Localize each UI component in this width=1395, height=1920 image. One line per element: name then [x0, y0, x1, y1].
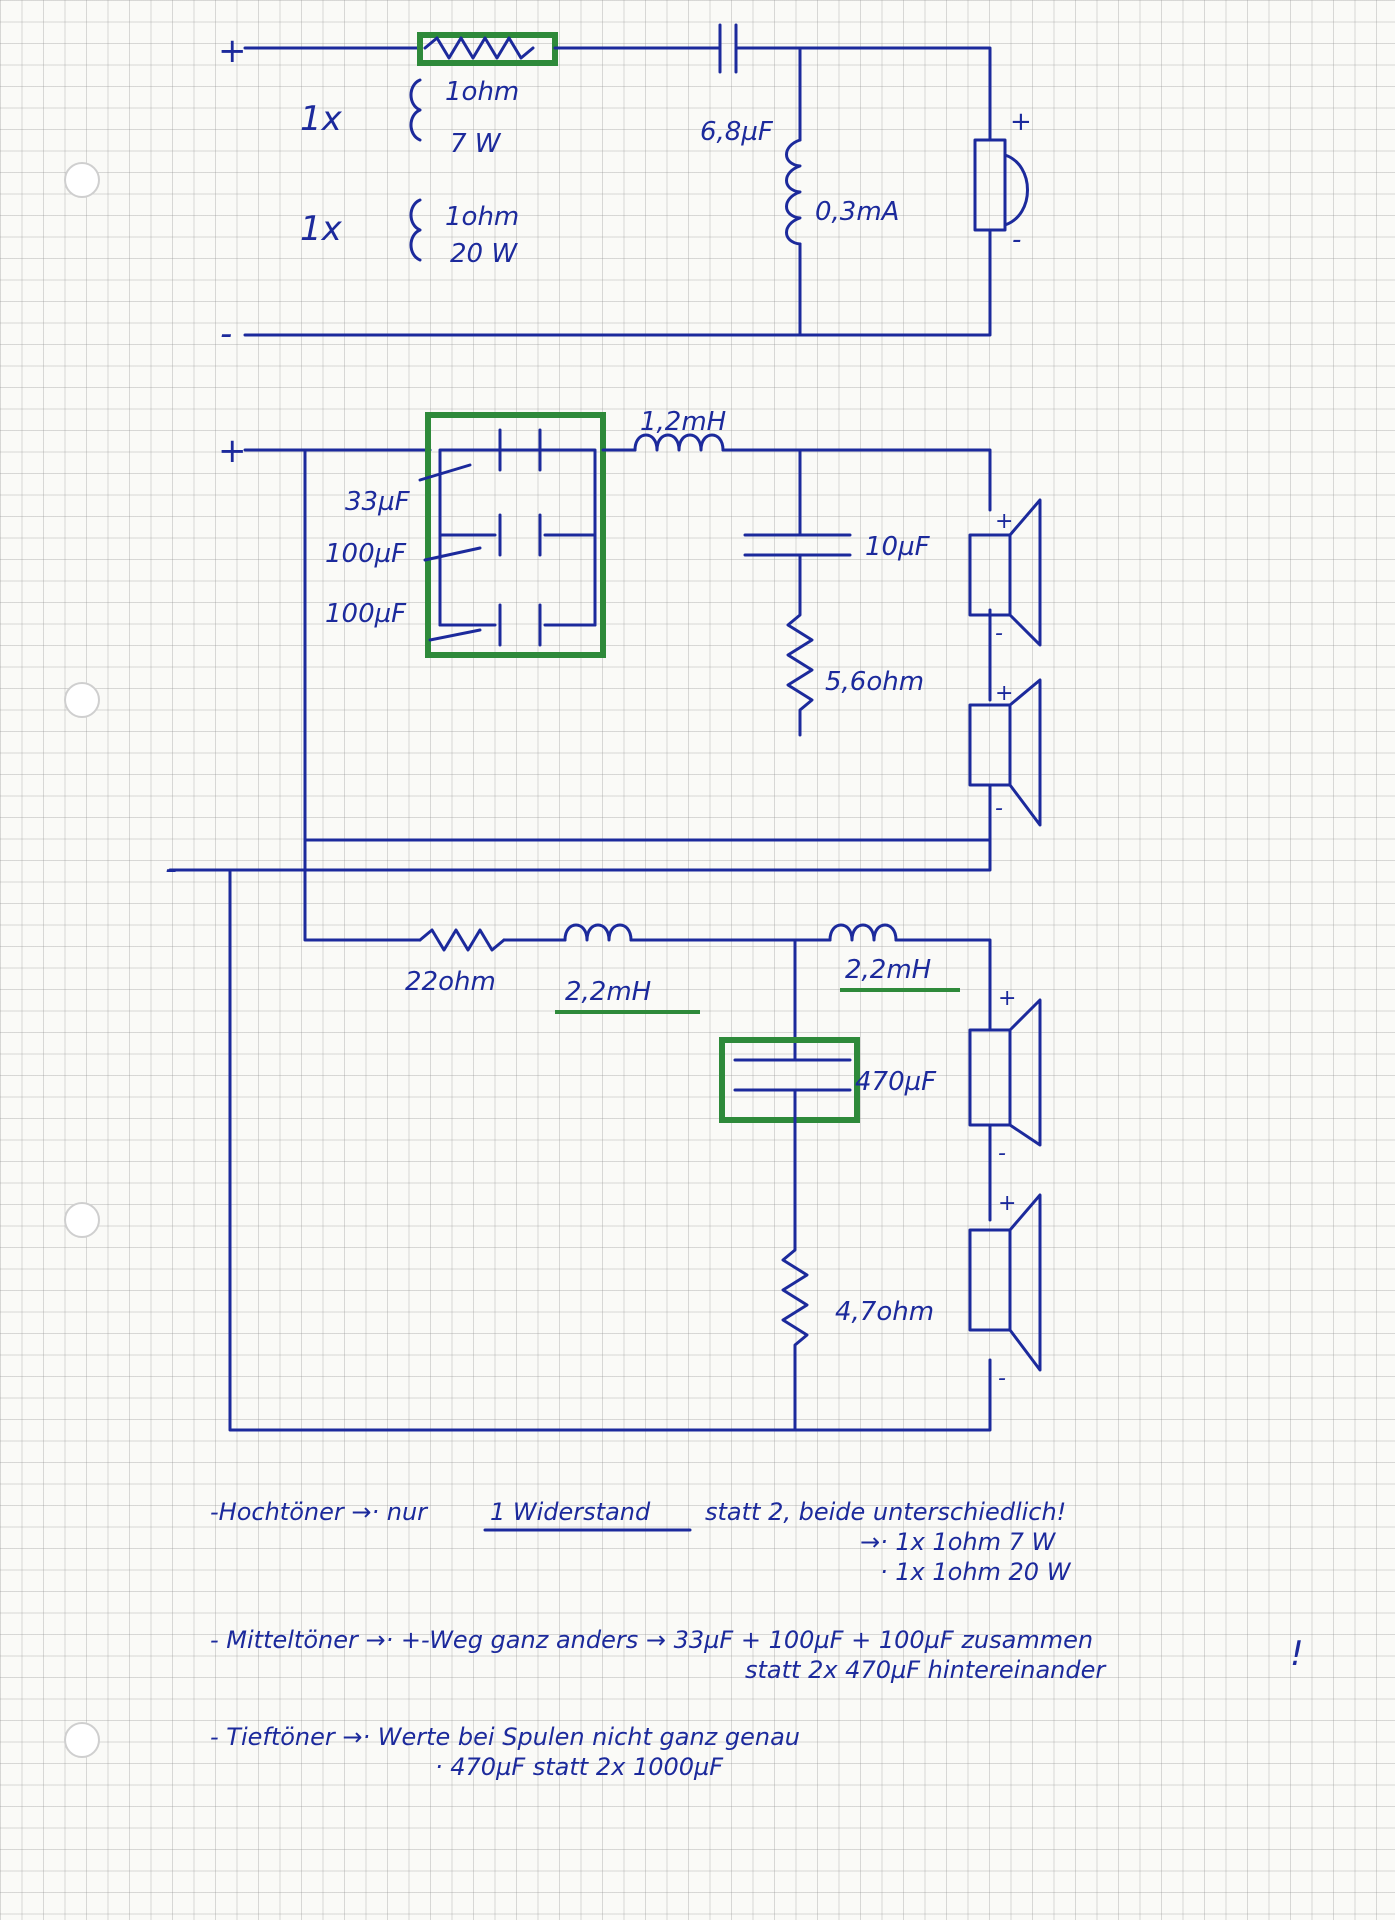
woofer-cap-label: 470µF	[855, 1067, 937, 1097]
coil-symbol	[633, 433, 725, 452]
coil-symbol	[563, 923, 633, 942]
note-mittel-line1: - Mitteltöner →· +-Weg ganz anders → 33µ…	[210, 1626, 1093, 1654]
tweeter-r1-power: 7 W	[450, 129, 502, 159]
midrange-spk2-minus: -	[995, 796, 1003, 821]
resistor-symbol	[781, 1088, 809, 1432]
binder-hole	[64, 1202, 100, 1238]
notes-section: -Hochtöner →· nur 1 Widerstand statt 2, …	[210, 1498, 1304, 1781]
note-tief-line2: · 470µF statt 2x 1000µF	[435, 1753, 724, 1781]
note-mittel-line2: statt 2x 470µF hintereinander	[745, 1656, 1107, 1684]
coil-symbol	[828, 923, 898, 942]
midrange-circuit: + 1,2mH 33µF 100µF 100µF 10µF 5,6ohm + -…	[218, 407, 1042, 842]
coil-symbol	[785, 138, 802, 246]
tweeter-r2-power: 20 W	[450, 239, 518, 269]
tweeter-circuit: + - 1x 1ohm 7 W 1x 1ohm 20 W 6,8µF 0,3mA…	[218, 23, 1032, 354]
brace-icon	[409, 198, 422, 262]
resistor-symbol	[423, 36, 535, 60]
tweeter-r2-value: 1ohm	[445, 202, 519, 232]
note-hoch-underlined: 1 Widerstand	[490, 1498, 651, 1526]
resistor-highlight	[417, 32, 558, 66]
woofer-res-label: 22ohm	[405, 967, 496, 997]
midrange-spk2-plus: +	[995, 681, 1013, 706]
woofer-coil1-label: 2,2mH	[565, 977, 651, 1007]
woofer-circuit: - 22ohm 2,2mH 2,2mH 470µF 4,7ohm + - + -	[165, 838, 1042, 1432]
speaker-icon	[968, 1228, 1012, 1332]
woofer-minus: -	[165, 849, 177, 889]
woofer-spk1-minus: -	[998, 1141, 1006, 1166]
midrange-plus: +	[218, 431, 247, 471]
speaker-icon	[968, 1028, 1012, 1127]
arrow-icon	[418, 463, 482, 642]
capacitor-bank-highlight	[425, 412, 606, 658]
tweeter-coil-label: 0,3mA	[815, 197, 899, 227]
woofer-spk2-minus: -	[998, 1366, 1006, 1391]
capacitor-symbol	[438, 513, 597, 557]
capacitor-symbol	[498, 428, 542, 472]
resistor-symbol	[786, 553, 814, 737]
midrange-cap-c-label: 100µF	[325, 599, 407, 629]
speaker-cone-icon	[1008, 498, 1042, 647]
binder-hole	[64, 682, 100, 718]
speaker-cone-icon	[1003, 153, 1029, 227]
underline-highlight	[555, 988, 960, 1014]
capacitor-highlight	[719, 1037, 860, 1123]
speaker-icon	[973, 138, 1007, 232]
midrange-spk1-plus: +	[995, 509, 1013, 534]
note-mittel-bang: !	[1290, 1634, 1304, 1674]
binder-hole	[64, 1722, 100, 1758]
brace-icon	[409, 78, 422, 142]
capacitor-symbol	[718, 23, 738, 74]
midrange-coil-label: 1,2mH	[640, 407, 726, 437]
capacitor-symbol	[743, 533, 852, 557]
tweeter-qty-2: 1x	[300, 209, 343, 249]
note-hoch-sub2: · 1x 1ohm 20 W	[880, 1558, 1072, 1586]
note-tief-line1: - Tieftöner →· Werte bei Spulen nicht ga…	[210, 1723, 800, 1751]
tweeter-spk-minus: -	[1012, 225, 1021, 255]
speaker-icon	[968, 703, 1012, 787]
tweeter-plus: +	[218, 31, 247, 71]
midrange-res-shunt-label: 5,6ohm	[825, 667, 924, 697]
note-hoch-sub1: →· 1x 1ohm 7 W	[860, 1528, 1057, 1556]
midrange-cap-shunt-label: 10µF	[865, 532, 931, 562]
midrange-spk1-minus: -	[995, 621, 1003, 646]
speaker-cone-icon	[1008, 1193, 1042, 1372]
tweeter-minus: -	[220, 314, 232, 354]
woofer-spk2-plus: +	[998, 1191, 1016, 1216]
tweeter-r1-value: 1ohm	[445, 77, 519, 107]
note-hoch-rest: statt 2, beide unterschiedlich!	[705, 1498, 1066, 1526]
midrange-cap-b-label: 100µF	[325, 539, 407, 569]
woofer-coil2-label: 2,2mH	[845, 955, 931, 985]
woofer-spk1-plus: +	[998, 986, 1016, 1011]
tweeter-qty-1: 1x	[300, 99, 343, 139]
capacitor-symbol	[733, 1058, 852, 1092]
binder-hole	[64, 162, 100, 198]
tweeter-cap-label: 6,8µF	[700, 117, 774, 147]
midrange-cap-a-label: 33µF	[345, 487, 411, 517]
capacitor-symbol	[438, 603, 597, 647]
speaker-cone-icon	[1008, 678, 1042, 827]
resistor-symbol	[418, 928, 506, 952]
speaker-cone-icon	[1008, 998, 1042, 1147]
woofer-res2-label: 4,7ohm	[835, 1297, 934, 1327]
speaker-icon	[968, 533, 1012, 617]
tweeter-spk-plus: +	[1010, 107, 1032, 137]
note-hoch-lead: -Hochtöner →· nur	[210, 1498, 429, 1526]
